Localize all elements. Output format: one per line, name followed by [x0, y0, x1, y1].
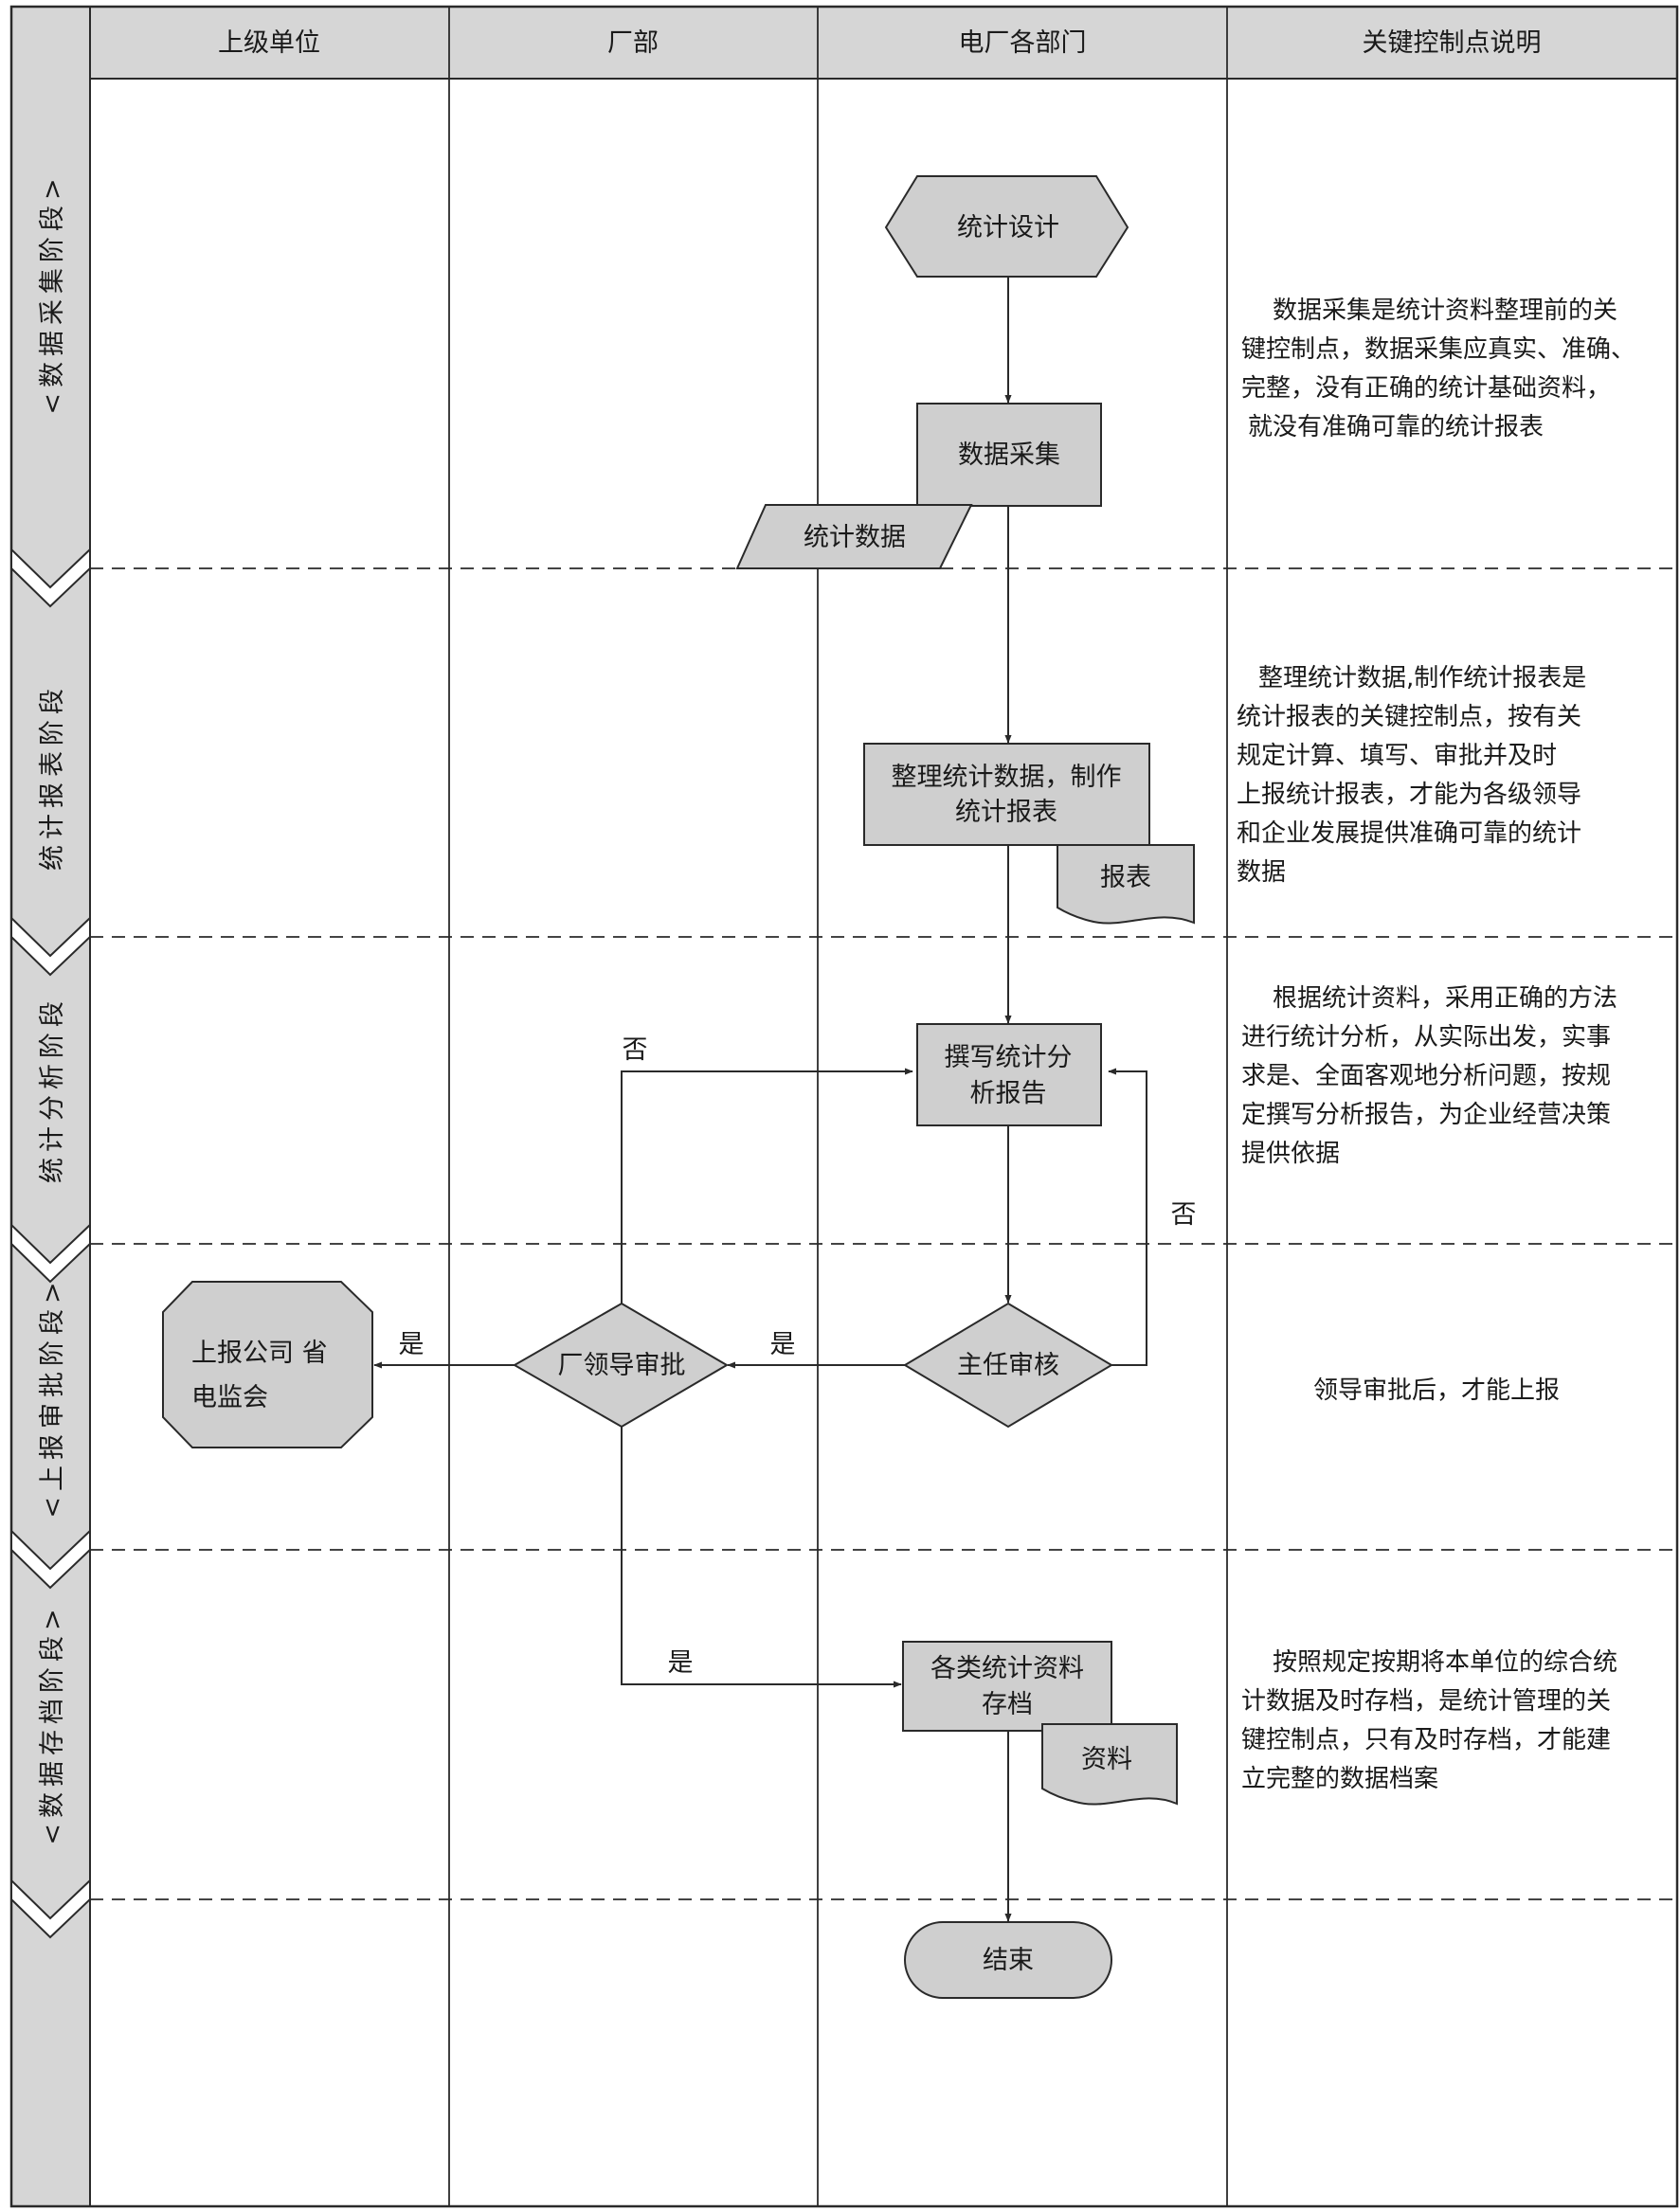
column-header-superior: 上级单位	[218, 28, 320, 58]
phase-chevron	[10, 1528, 91, 1590]
description-line: 提供依据	[1241, 1140, 1340, 1168]
column-header-control-notes: 关键控制点说明	[1363, 28, 1542, 58]
table-frame	[9, 5, 1679, 2208]
phase-label-analysis: 统计分析阶段	[38, 996, 67, 1183]
node-stat-design	[884, 175, 1129, 278]
node-archive-line1: 各类统计资料	[930, 1654, 1084, 1683]
node-data-collect-label: 数据采集	[958, 441, 1060, 470]
node-report-document	[1057, 844, 1195, 925]
description-line: 领导审批后，才能上报	[1313, 1376, 1560, 1405]
edge-label-director-no: 否	[1171, 1200, 1197, 1230]
phase-label-report: 统计报表阶段	[38, 683, 67, 871]
description-line: 和企业发展提供准确可靠的统计	[1237, 819, 1581, 848]
node-director-review	[903, 1302, 1113, 1429]
description-line: 数据采集是统计资料整理前的关	[1273, 297, 1617, 325]
description-line: 完整，没有正确的统计基础资料，	[1241, 374, 1611, 403]
phase-chevron	[10, 1222, 91, 1284]
phase-chevron	[10, 915, 91, 977]
description-collect: 数据采集是统计资料整理前的关 键控制点，数据采集应真实、准确、 完整，没有正确的…	[1241, 297, 1635, 441]
phase-label-archive: <数据存档阶段>	[38, 1603, 67, 1844]
node-organize-report	[863, 743, 1150, 846]
description-line: 键控制点，数据采集应真实、准确、	[1241, 335, 1635, 364]
edge-label-director-yes: 是	[770, 1330, 796, 1359]
node-report-superior	[162, 1281, 373, 1448]
edge-leader-no-loop	[621, 1068, 913, 1304]
node-archive	[902, 1641, 1112, 1732]
description-line: 规定计算、填写、审批并及时	[1237, 742, 1557, 770]
edge-leader-archive-yes	[621, 1427, 902, 1688]
description-line: 计数据及时存档，是统计管理的关	[1241, 1687, 1611, 1716]
description-line: 就没有准确可靠的统计报表	[1248, 413, 1544, 441]
node-stat-data	[735, 504, 973, 569]
node-end-label: 结束	[983, 1946, 1034, 1975]
description-line: 定撰写分析报告，为企业经营决策	[1241, 1101, 1611, 1129]
column-header-departments: 电厂各部门	[959, 28, 1087, 58]
description-line: 数据	[1237, 858, 1286, 887]
node-analysis-report-line2: 析报告	[970, 1079, 1047, 1108]
phase-label-collection: <数据采集阶段>	[38, 172, 67, 414]
node-organize-report-line2: 统计报表	[955, 798, 1057, 827]
description-line: 进行统计分析，从实际出发，实事	[1241, 1023, 1611, 1052]
header-row	[90, 7, 1677, 79]
node-analysis-report	[916, 1023, 1102, 1126]
description-line: 求是、全面客观地分析问题，按规	[1241, 1062, 1611, 1090]
description-line: 统计报表的关键控制点，按有关	[1237, 703, 1581, 731]
description-line: 键控制点，只有及时存档，才能建	[1241, 1726, 1611, 1754]
description-line: 按照规定按期将本单位的综合统	[1273, 1648, 1617, 1677]
description-line: 上报统计报表，才能为各级领导	[1237, 781, 1581, 809]
phase-chevron	[10, 547, 91, 608]
node-organize-report-line1: 整理统计数据，制作	[892, 763, 1122, 792]
phase-column	[11, 7, 90, 2206]
node-report-superior-line1: 上报公司 省	[191, 1339, 328, 1368]
node-report-superior-line2: 电监会	[191, 1383, 268, 1412]
description-line: 整理统计数据,制作统计报表是	[1258, 664, 1586, 692]
node-leader-approval	[512, 1302, 729, 1429]
description-archive: 按照规定按期将本单位的综合统 计数据及时存档，是统计管理的关 键控制点，只有及时…	[1241, 1648, 1617, 1793]
node-material-document	[1041, 1723, 1178, 1806]
node-leader-approval-label: 厂领导审批	[558, 1351, 686, 1380]
edge-label-leader-yes-archive: 是	[668, 1648, 694, 1678]
edge-director-no-loop	[1108, 1068, 1147, 1366]
node-analysis-report-line1: 撰写统计分	[945, 1043, 1073, 1072]
edge-label-leader-no: 否	[623, 1035, 648, 1065]
description-approval: 领导审批后，才能上报	[1313, 1376, 1560, 1405]
description-report: 整理统计数据,制作统计报表是 统计报表的关键控制点，按有关 规定计算、填写、审批…	[1237, 664, 1586, 887]
node-material-document-label: 资料	[1081, 1745, 1132, 1774]
phase-chevron	[10, 1878, 91, 1939]
node-report-document-label: 报表	[1100, 863, 1151, 892]
node-stat-design-label: 统计设计	[957, 213, 1059, 243]
phase-label-approval: <上报审批阶段>	[38, 1276, 67, 1518]
description-analysis: 根据统计资料，采用正确的方法 进行统计分析，从实际出发，实事 求是、全面客观地分…	[1241, 984, 1617, 1168]
node-archive-line2: 存档	[982, 1690, 1033, 1719]
node-director-review-label: 主任审核	[957, 1351, 1059, 1380]
edge-label-leader-yes-report: 是	[399, 1330, 425, 1359]
node-end	[904, 1921, 1112, 1999]
node-data-collect	[916, 403, 1102, 507]
column-header-factory: 厂部	[607, 28, 659, 58]
description-line: 立完整的数据档案	[1241, 1765, 1438, 1793]
node-stat-data-label: 统计数据	[804, 523, 906, 552]
description-line: 根据统计资料，采用正确的方法	[1273, 984, 1617, 1013]
